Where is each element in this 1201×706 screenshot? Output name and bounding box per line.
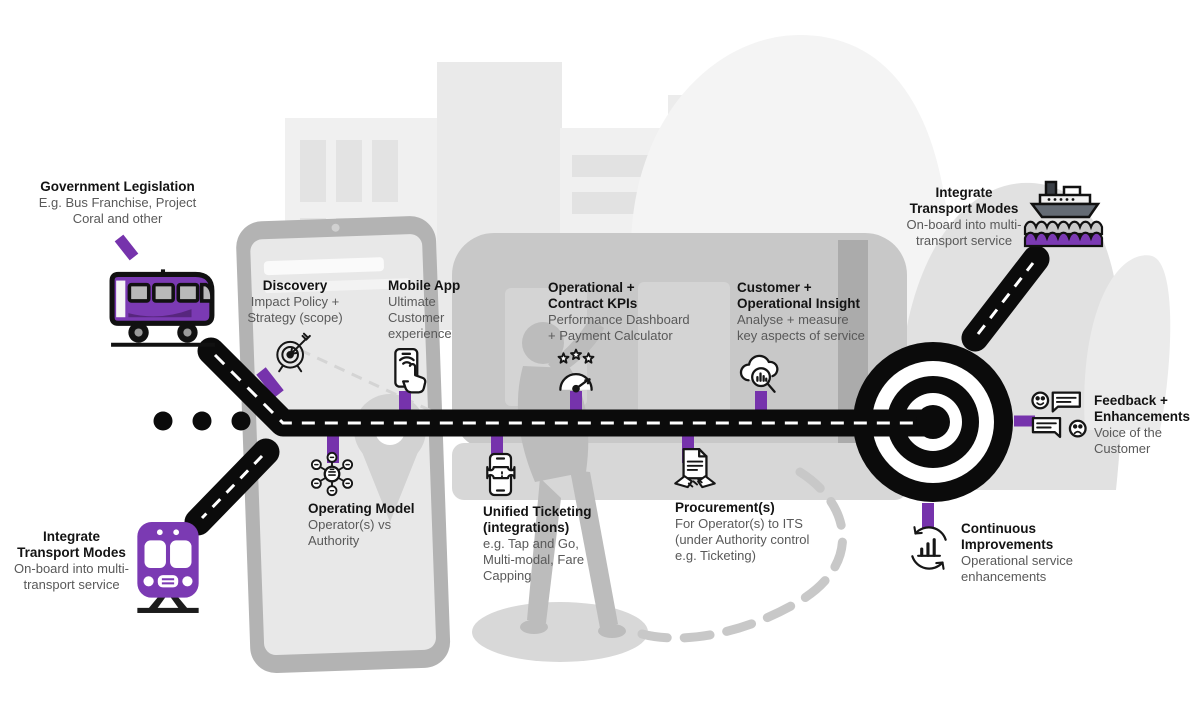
stage-subtitle: + Payment Calculator — [548, 328, 673, 343]
stage-procurement: Procurement(s) For Operator(s) to ITS (u… — [675, 500, 830, 564]
dartboard-arrow-icon — [276, 332, 311, 373]
stage-subtitle: Customer — [1094, 441, 1151, 456]
stage-title: Operational Insight — [737, 296, 861, 311]
stage-subtitle: enhancements — [961, 569, 1047, 584]
stage-subtitle: (under Authority control — [675, 532, 810, 547]
chat-faces-icon — [1031, 391, 1087, 439]
stage-title: Enhancements — [1094, 409, 1191, 424]
stage-subtitle: For Operator(s) to ITS — [675, 516, 803, 531]
stage-subtitle: On-board into multi- — [14, 561, 129, 576]
stage-title: Government Legislation — [40, 179, 195, 194]
stage-title: Mobile App — [388, 278, 461, 293]
stage-subtitle: Capping — [483, 568, 532, 583]
stage-subtitle: Customer — [388, 310, 445, 325]
train-icon — [137, 522, 199, 613]
stage-subtitle: Ultimate — [388, 294, 436, 309]
stage-title: Unified Ticketing — [483, 504, 592, 519]
stage-title: Customer + — [737, 280, 812, 295]
stage-subtitle: Voice of the — [1094, 425, 1162, 440]
stage-title: (integrations) — [483, 520, 570, 535]
stage-title: Operating Model — [308, 501, 415, 516]
bus-icon — [109, 269, 215, 347]
stage-title: Improvements — [961, 537, 1054, 552]
stage-title: Integrate — [42, 529, 100, 544]
stage-discovery: Discovery Impact Policy + Strategy (scop… — [228, 278, 362, 326]
stage-continuous-improvements: Continuous Improvements Operational serv… — [961, 521, 1096, 585]
contract-handshake-icon — [674, 447, 716, 489]
road-branch-train — [184, 438, 280, 536]
stage-title: Contract KPIs — [548, 296, 638, 311]
cloud-analytics-magnifier-icon — [739, 354, 779, 393]
stage-title: Transport Modes — [909, 201, 1019, 216]
cycle-bar-chart-icon — [911, 526, 947, 570]
stage-feedback-enhancements: Feedback + Enhancements Voice of the Cus… — [1094, 393, 1200, 457]
gauge-stars-icon — [557, 348, 595, 393]
stage-subtitle: On-board into multi- — [906, 217, 1022, 232]
stage-title: Discovery — [262, 278, 328, 293]
stage-subtitle: Operational service — [961, 553, 1073, 568]
stage-subtitle: Coral and other — [72, 211, 163, 226]
stage-subtitle: Multi-modal, Fare — [483, 552, 585, 567]
road-branch-ship — [961, 245, 1050, 352]
stage-subtitle: Operator(s) vs — [308, 517, 392, 532]
stage-subtitle: Performance Dashboard — [548, 312, 690, 327]
stage-subtitle: E.g. Bus Franchise, Project — [38, 195, 197, 210]
stage-title: Integrate — [935, 185, 993, 200]
stage-title: Feedback + — [1094, 393, 1168, 408]
stage-subtitle: Strategy (scope) — [247, 310, 343, 325]
phone-touch-icon — [394, 347, 427, 394]
stage-subtitle: e.g. Tap and Go, — [483, 536, 579, 551]
stage-title: Transport Modes — [17, 545, 126, 560]
stage-subtitle: Analyse + measure — [737, 312, 849, 327]
stage-subtitle: e.g. Ticketing) — [675, 548, 756, 563]
network-hub-icon — [310, 451, 354, 497]
stage-operating-model: Operating Model Operator(s) vs Authority — [308, 501, 433, 549]
stage-subtitle: key aspects of service — [737, 328, 865, 343]
stage-government-legislation: Government Legislation E.g. Bus Franchis… — [14, 179, 221, 227]
stage-subtitle: experience — [388, 326, 452, 341]
connector-government — [114, 234, 139, 261]
stage-title: Continuous — [961, 521, 1036, 536]
connector-discovery — [256, 367, 284, 398]
stage-title: Procurement(s) — [675, 500, 775, 515]
stage-integrate-transport-modes-top: Integrate Transport Modes On-board into … — [885, 185, 1043, 249]
ferry-ship-icon — [1023, 180, 1104, 248]
stage-mobile-app: Mobile App Ultimate Customer experience — [388, 278, 498, 342]
stage-unified-ticketing: Unified Ticketing (integrations) e.g. Ta… — [483, 504, 618, 584]
phone-ticket-icon — [486, 452, 516, 497]
stage-subtitle: transport service — [23, 577, 120, 592]
stage-subtitle: transport service — [915, 233, 1013, 248]
stage-customer-insight: Customer + Operational Insight Analyse +… — [737, 280, 907, 344]
road-start-dots — [153, 411, 251, 431]
stage-subtitle: Authority — [308, 533, 360, 548]
stage-operational-kpis: Operational + Contract KPIs Performance … — [548, 280, 708, 344]
stage-integrate-transport-modes-bottom: Integrate Transport Modes On-board into … — [0, 529, 143, 593]
stage-title: Operational + — [548, 280, 635, 295]
main-road — [197, 337, 950, 439]
stage-subtitle: Impact Policy + — [250, 294, 340, 309]
